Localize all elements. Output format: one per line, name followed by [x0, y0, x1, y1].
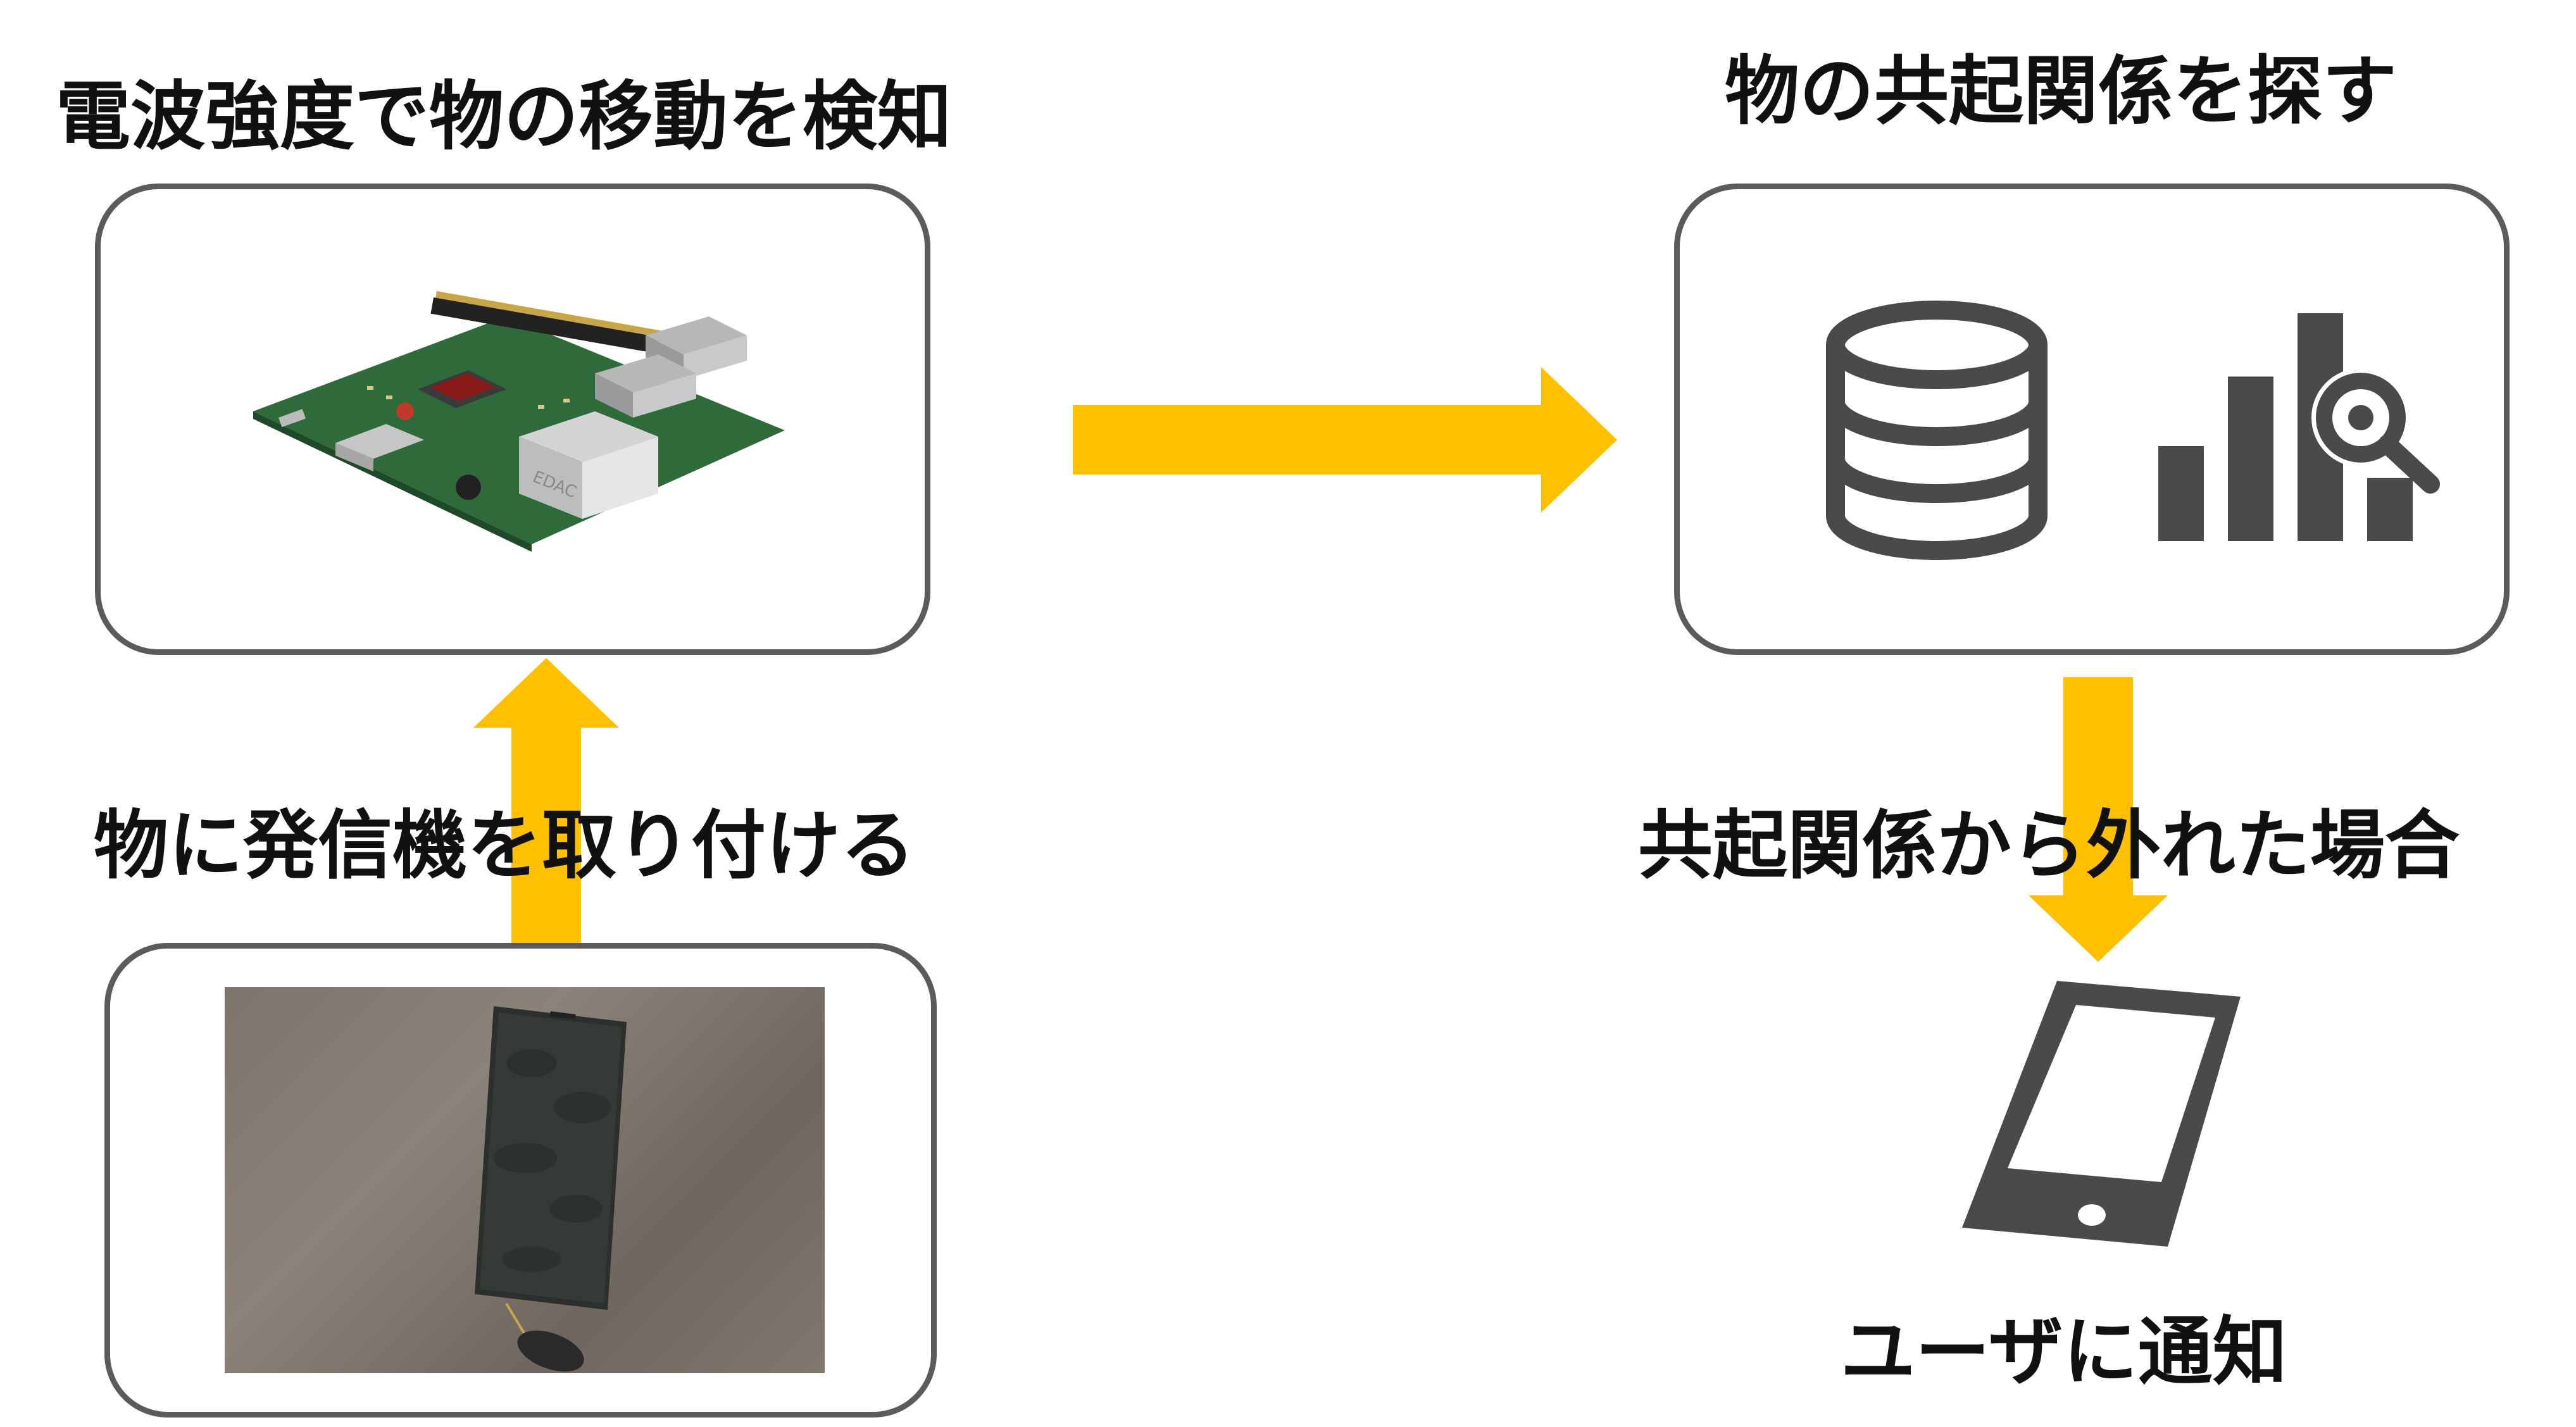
notify-user-label: ユーザに通知	[1841, 1308, 2287, 1395]
detect-movement-label: 電波強度で物の移動を検知	[56, 73, 953, 160]
phone-case-illustration	[475, 1006, 627, 1372]
attach-transmitter-label: 物に発信機を取り付ける	[94, 802, 916, 889]
bar-chart-search-icon	[2158, 313, 2440, 541]
out-of-relation-label: 共起関係から外れた場合	[1638, 802, 2460, 889]
flow-arrow-up	[473, 658, 619, 949]
find-cooccurrence-label: 物の共起関係を探す	[1725, 47, 2398, 135]
single-board-computer-icon: EDAC	[253, 291, 785, 552]
flow-arrow-right	[1073, 367, 1617, 513]
flow-arrow-down	[2029, 677, 2168, 962]
database-icon	[1826, 301, 2048, 560]
smartphone-icon	[1962, 981, 2241, 1247]
